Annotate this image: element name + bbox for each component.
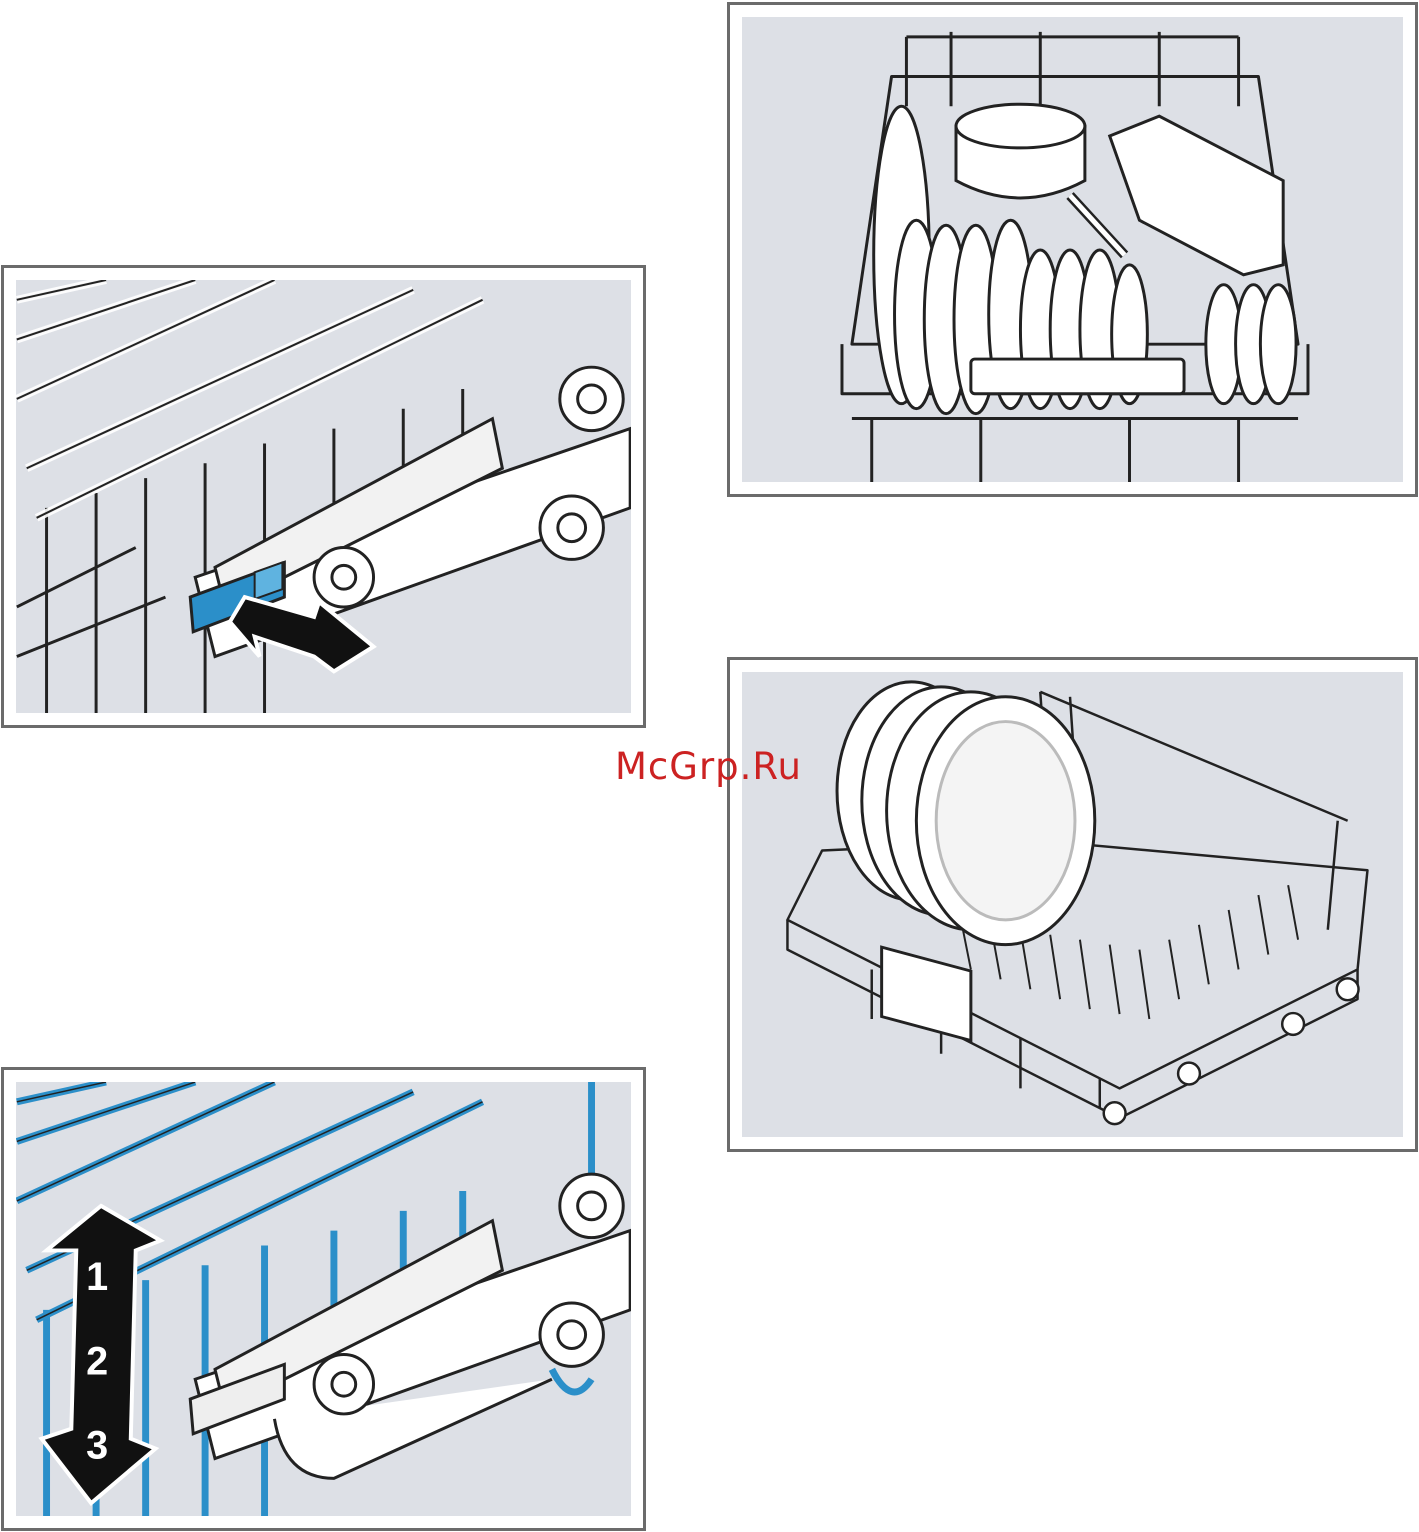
watermark: McGrp.Ru — [615, 745, 802, 788]
figure-rack-height-levels: 1 2 3 — [1, 1067, 646, 1531]
wheel-icon — [1104, 978, 1359, 1124]
figure-background — [742, 17, 1403, 482]
plate-icon — [837, 682, 1095, 945]
basket-icon — [742, 17, 1403, 482]
basket-icon — [742, 672, 1403, 1137]
figure-upper-basket-loaded — [727, 2, 1418, 497]
level-label-2: 2 — [86, 1339, 108, 1383]
level-label-1: 1 — [86, 1255, 108, 1299]
rack-wire-icon: 1 2 3 — [16, 1082, 631, 1516]
figure-background: 1 2 3 — [16, 1082, 631, 1516]
figure-lower-basket-plates — [727, 657, 1418, 1152]
figure-background — [16, 280, 631, 713]
figure-rack-release-lever — [1, 265, 646, 728]
figure-background — [742, 672, 1403, 1137]
dish-icon — [1110, 116, 1284, 275]
level-label-3: 3 — [86, 1424, 108, 1468]
rack-wire-icon — [16, 280, 631, 713]
